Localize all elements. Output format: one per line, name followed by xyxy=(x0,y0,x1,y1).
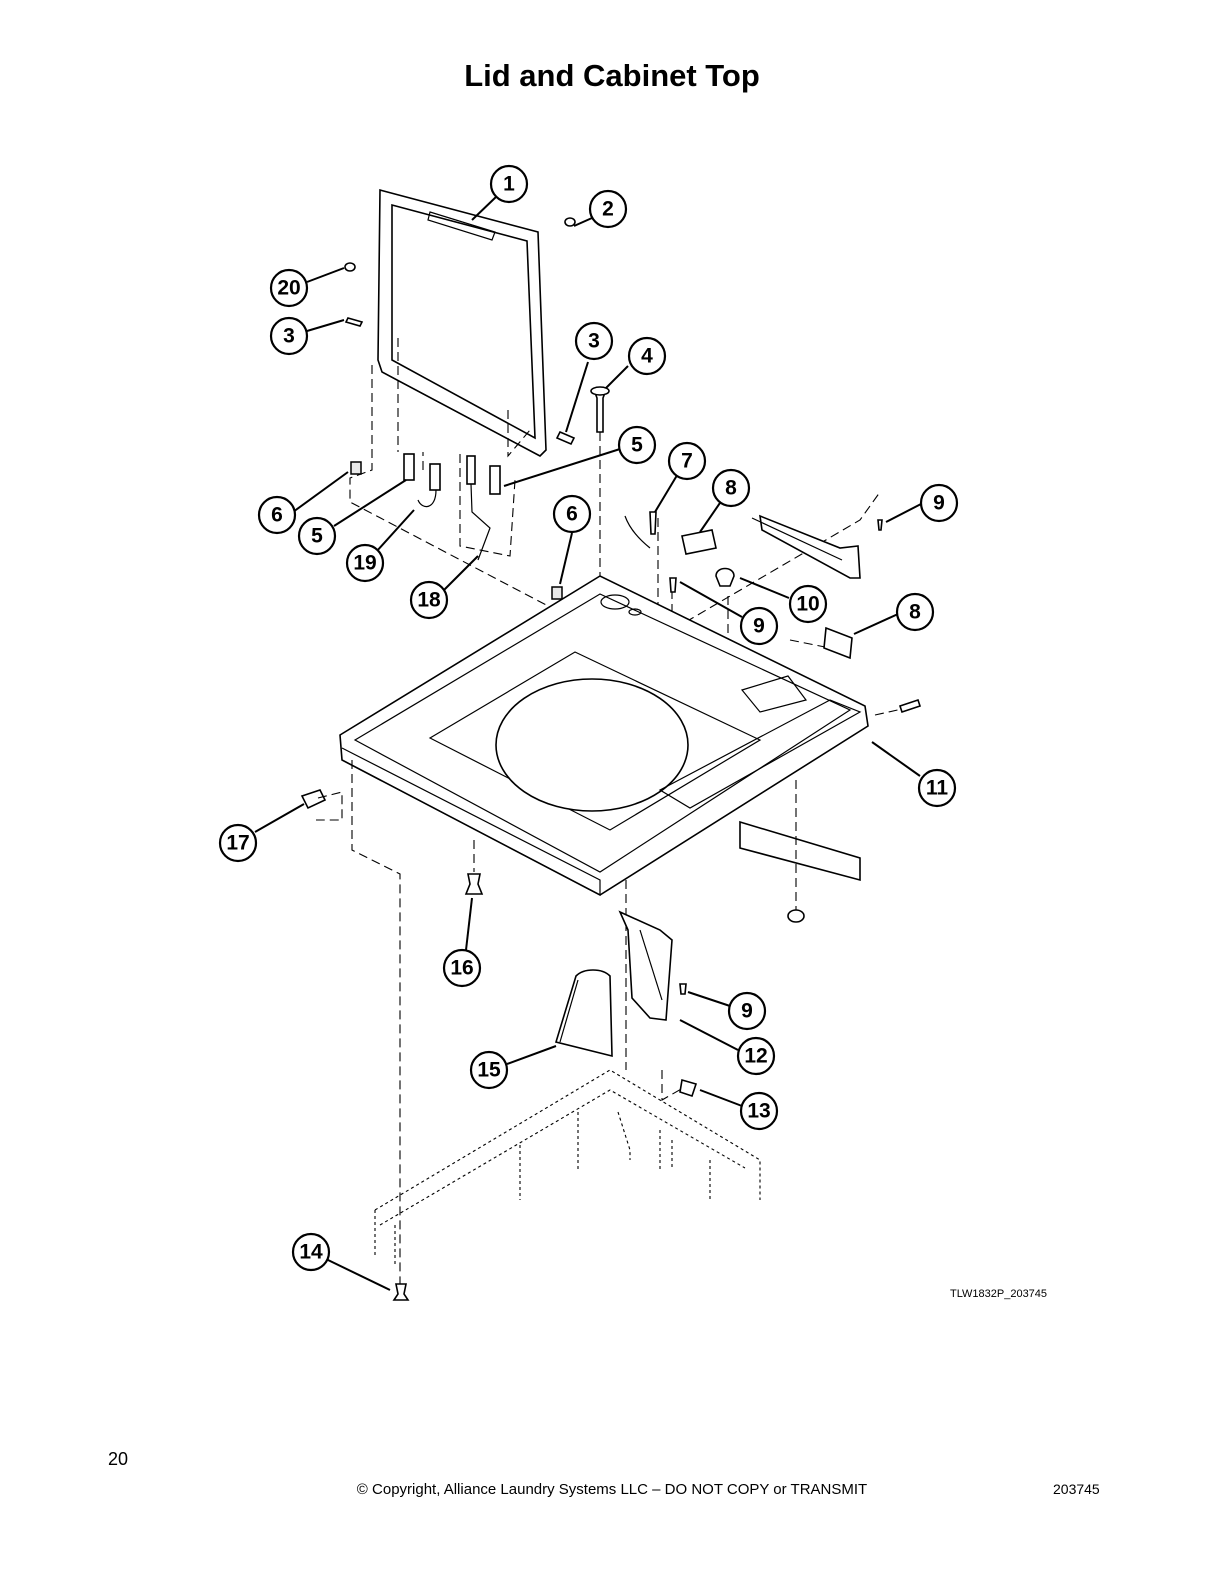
copyright-notice: © Copyright, Alliance Laundry Systems LL… xyxy=(356,1481,868,1498)
callout-10: 10 xyxy=(788,584,828,624)
callout-15: 15 xyxy=(469,1050,509,1090)
callout-7: 7 xyxy=(667,441,707,481)
callout-label: 15 xyxy=(477,1059,501,1082)
callout-label: 14 xyxy=(299,1241,323,1264)
callout-label: 9 xyxy=(753,615,765,638)
lower-parts xyxy=(392,910,698,1301)
page-title: Lid and Cabinet Top xyxy=(464,58,760,93)
clip-and-pin xyxy=(300,789,484,895)
callout-18: 18 xyxy=(409,580,449,620)
callout-3b: 3 xyxy=(574,321,614,361)
callout-label: 5 xyxy=(631,434,643,457)
leader-lines xyxy=(254,195,922,1291)
callout-label: 6 xyxy=(566,503,578,526)
document-number: 203745 xyxy=(1053,1481,1100,1497)
callout-label: 3 xyxy=(283,325,295,348)
callout-20: 20 xyxy=(269,268,309,308)
callout-1: 1 xyxy=(489,164,529,204)
callout-label: 10 xyxy=(796,593,819,616)
callout-4: 4 xyxy=(627,336,667,376)
callout-12: 12 xyxy=(736,1036,776,1076)
callout-19: 19 xyxy=(345,543,385,583)
callout-label: 11 xyxy=(926,777,949,800)
callout-label: 3 xyxy=(588,330,600,353)
callout-8b: 8 xyxy=(895,592,935,632)
callout-label: 5 xyxy=(311,525,323,548)
callout-label: 16 xyxy=(450,957,473,980)
lid-frame xyxy=(377,188,547,457)
callout-17: 17 xyxy=(218,823,258,863)
callout-label: 7 xyxy=(681,450,693,473)
callout-label: 4 xyxy=(641,345,653,368)
callout-13: 13 xyxy=(739,1091,779,1131)
callout-label: 2 xyxy=(602,198,614,221)
callout-label: 1 xyxy=(503,173,515,196)
callout-label: 6 xyxy=(271,504,283,527)
callout-6b: 6 xyxy=(552,494,592,534)
cabinet-frame-lines xyxy=(351,760,761,1290)
callout-label: 8 xyxy=(909,601,921,624)
callout-label: 20 xyxy=(277,277,300,300)
callout-11: 11 xyxy=(917,768,957,808)
callout-label: 19 xyxy=(353,552,376,575)
callout-5b: 5 xyxy=(297,516,337,556)
figure-code: TLW1832P_203745 xyxy=(950,1288,1048,1300)
callout-3a: 3 xyxy=(269,316,309,356)
callout-16: 16 xyxy=(442,948,482,988)
callout-label: 9 xyxy=(933,492,945,515)
upper-right-parts xyxy=(624,511,922,714)
callout-label: 8 xyxy=(725,477,737,500)
rear-bracket xyxy=(739,780,861,923)
callout-label: 17 xyxy=(226,832,249,855)
page-number: 20 xyxy=(108,1449,129,1469)
hinge-parts xyxy=(350,453,563,600)
cabinet-top xyxy=(339,575,869,896)
callout-6a: 6 xyxy=(257,495,297,535)
callout-9a: 9 xyxy=(919,483,959,523)
callout-label: 13 xyxy=(747,1100,770,1123)
callout-2: 2 xyxy=(588,189,628,229)
callout-5a: 5 xyxy=(617,425,657,465)
callout-8a: 8 xyxy=(711,468,751,508)
bumper-parts xyxy=(344,217,610,446)
callout-14: 14 xyxy=(291,1232,331,1272)
callout-label: 9 xyxy=(741,1000,753,1023)
callout-label: 18 xyxy=(417,589,441,612)
callout-9b: 9 xyxy=(739,606,779,646)
callout-9c: 9 xyxy=(727,991,767,1031)
callout-label: 12 xyxy=(744,1045,767,1068)
